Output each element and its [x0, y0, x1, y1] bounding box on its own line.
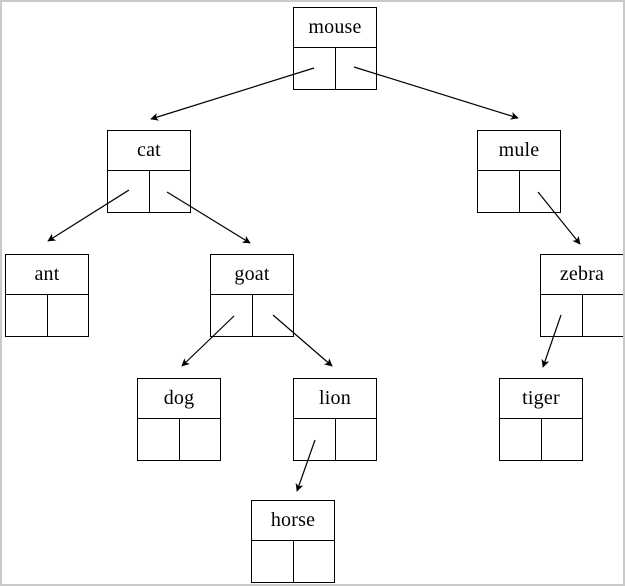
tree-node-goat: goat: [210, 254, 294, 337]
right-pointer-cell: [180, 419, 221, 460]
right-pointer-cell: [336, 419, 377, 460]
tree-node-zebra: zebra: [540, 254, 623, 337]
right-pointer-cell: [48, 295, 89, 336]
tree-node-horse: horse: [251, 500, 335, 583]
left-pointer-cell: [6, 295, 48, 336]
right-pointer-cell: [150, 171, 191, 212]
left-pointer-cell: [294, 419, 336, 460]
pointer-row: [6, 295, 88, 336]
pointer-row: [541, 295, 623, 336]
pointer-row: [478, 171, 560, 212]
tree-node-ant: ant: [5, 254, 89, 337]
pointer-row: [211, 295, 293, 336]
node-label: zebra: [541, 255, 623, 295]
node-label: lion: [294, 379, 376, 419]
right-pointer-cell: [542, 419, 583, 460]
pointer-row: [252, 541, 334, 582]
right-pointer-cell: [583, 295, 624, 336]
node-label: tiger: [500, 379, 582, 419]
node-label: dog: [138, 379, 220, 419]
right-pointer-cell: [253, 295, 294, 336]
left-pointer-cell: [211, 295, 253, 336]
left-pointer-cell: [478, 171, 520, 212]
left-pointer-cell: [500, 419, 542, 460]
pointer-row: [138, 419, 220, 460]
tree-node-cat: cat: [107, 130, 191, 213]
node-label: goat: [211, 255, 293, 295]
pointer-row: [294, 419, 376, 460]
tree-node-lion: lion: [293, 378, 377, 461]
pointer-row: [500, 419, 582, 460]
node-label: mouse: [294, 8, 376, 48]
node-label: mule: [478, 131, 560, 171]
pointer-row: [108, 171, 190, 212]
tree-node-mule: mule: [477, 130, 561, 213]
node-label: cat: [108, 131, 190, 171]
node-label: ant: [6, 255, 88, 295]
pointer-row: [294, 48, 376, 89]
tree-node-tiger: tiger: [499, 378, 583, 461]
right-pointer-cell: [520, 171, 561, 212]
left-pointer-cell: [108, 171, 150, 212]
node-label: horse: [252, 501, 334, 541]
left-pointer-cell: [138, 419, 180, 460]
tree-node-dog: dog: [137, 378, 221, 461]
left-pointer-cell: [252, 541, 294, 582]
right-pointer-cell: [336, 48, 377, 89]
left-pointer-cell: [541, 295, 583, 336]
left-pointer-cell: [294, 48, 336, 89]
tree-node-mouse: mouse: [293, 7, 377, 90]
right-pointer-cell: [294, 541, 335, 582]
